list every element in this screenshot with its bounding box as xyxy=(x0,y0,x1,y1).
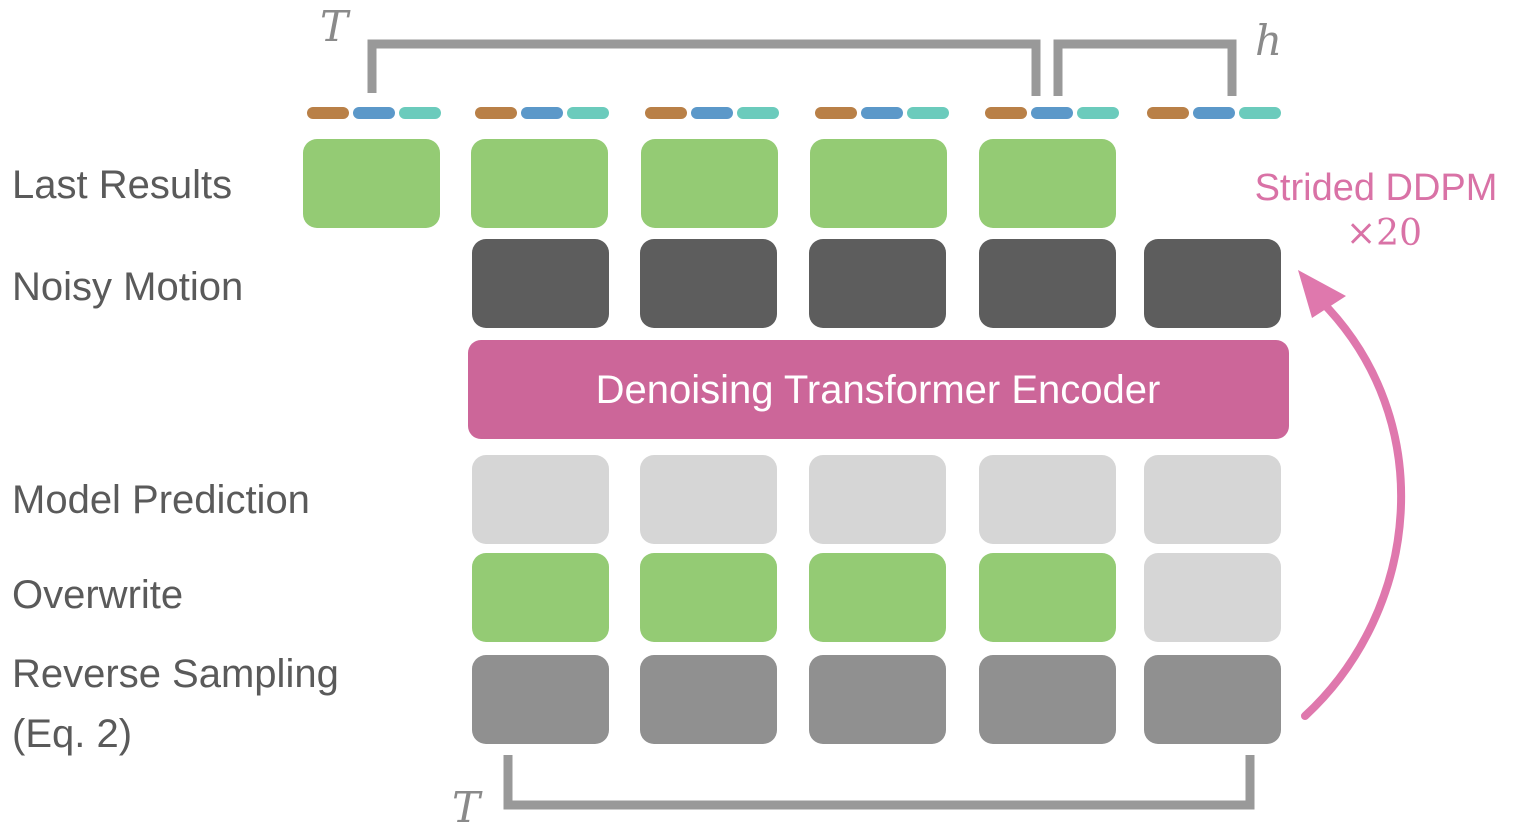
token-strips xyxy=(307,107,1281,119)
encoder-label: Denoising Transformer Encoder xyxy=(596,368,1161,412)
row-label-last-results: Last Results xyxy=(12,163,233,207)
frame-boxes xyxy=(303,139,1281,744)
model-prediction-box xyxy=(979,455,1116,544)
row-label-model-prediction: Model Prediction xyxy=(12,478,310,522)
row-label-noisy-motion: Noisy Motion xyxy=(12,265,244,309)
token-segment xyxy=(691,107,733,119)
overwrite-box xyxy=(640,553,777,642)
token-segment xyxy=(737,107,779,119)
model-prediction-box xyxy=(1144,455,1281,544)
bracket-label-h: h xyxy=(1255,16,1282,65)
token-segment xyxy=(1147,107,1189,119)
loop-arrow xyxy=(1298,270,1406,720)
overwrite-box xyxy=(979,553,1116,642)
overwrite-box xyxy=(472,553,609,642)
token-segment xyxy=(1077,107,1119,119)
top-bracket-h xyxy=(1053,39,1237,96)
reverse-sampling-box xyxy=(1144,655,1281,744)
overwrite-box xyxy=(809,553,946,642)
last-result-box xyxy=(810,139,947,228)
noisy-motion-box xyxy=(809,239,946,328)
top-bracket-T xyxy=(367,39,1041,96)
token-segment xyxy=(1031,107,1073,119)
model-prediction-box xyxy=(472,455,609,544)
bracket-label-T-top: T xyxy=(320,2,351,51)
token-segment xyxy=(907,107,949,119)
token-segment xyxy=(1193,107,1235,119)
reverse-sampling-box xyxy=(472,655,609,744)
row-label-overwrite: Overwrite xyxy=(12,573,184,617)
last-result-box xyxy=(303,139,440,228)
reverse-sampling-box xyxy=(640,655,777,744)
noisy-motion-box xyxy=(1144,239,1281,328)
token-segment xyxy=(815,107,857,119)
reverse-sampling-box xyxy=(809,655,946,744)
overwrite-box xyxy=(1144,553,1281,642)
bracket-label-T-bottom: T xyxy=(452,783,483,831)
token-segment xyxy=(1239,107,1281,119)
model-prediction-box xyxy=(640,455,777,544)
token-segment xyxy=(521,107,563,119)
token-segment xyxy=(985,107,1027,119)
noisy-motion-box xyxy=(979,239,1116,328)
reverse-sampling-box xyxy=(979,655,1116,744)
token-segment xyxy=(307,107,349,119)
arrowhead-icon xyxy=(1298,270,1346,318)
row-label-equation-ref: (Eq. 2) xyxy=(12,712,133,756)
token-segment xyxy=(475,107,517,119)
last-result-box xyxy=(471,139,608,228)
loop-label-strided-ddpm: Strided DDPM xyxy=(1255,167,1498,209)
last-result-box xyxy=(641,139,778,228)
bottom-bracket-T xyxy=(503,755,1255,810)
token-segment xyxy=(645,107,687,119)
row-label-reverse-sampling: Reverse Sampling xyxy=(12,652,339,696)
denoising-encoder: Denoising Transformer Encoder xyxy=(468,340,1289,439)
token-segment xyxy=(399,107,441,119)
model-prediction-box xyxy=(809,455,946,544)
noisy-motion-box xyxy=(640,239,777,328)
token-segment xyxy=(567,107,609,119)
token-segment xyxy=(353,107,395,119)
noisy-motion-box xyxy=(472,239,609,328)
loop-label-times-20: ×20 xyxy=(1346,213,1422,254)
last-result-box xyxy=(979,139,1116,228)
token-segment xyxy=(861,107,903,119)
